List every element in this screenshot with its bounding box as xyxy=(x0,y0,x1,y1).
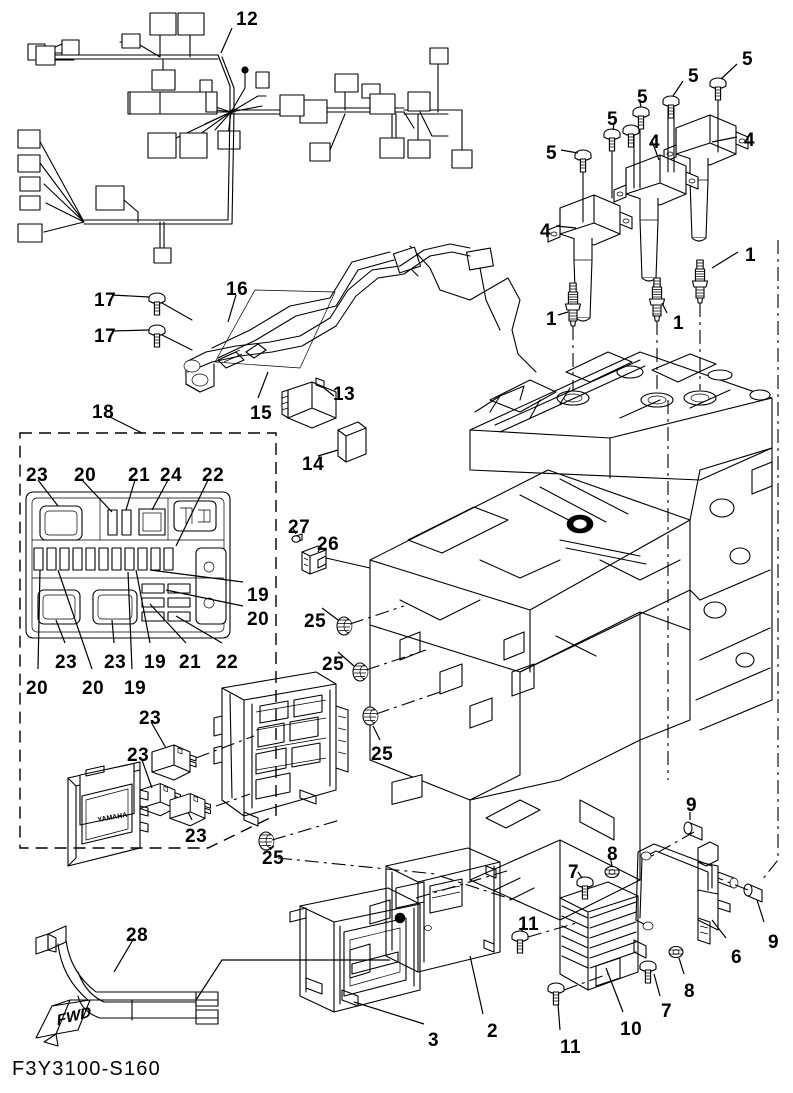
starter-relay-group xyxy=(635,240,779,945)
wire-harness-group xyxy=(17,12,473,264)
callout-1-a: 1 xyxy=(745,245,757,266)
callout-17-a: 17 xyxy=(94,290,117,311)
callout-20-d: 20 xyxy=(82,678,105,699)
drawing-code: F3Y3100-S160 xyxy=(12,1058,161,1080)
junction-box-3d xyxy=(213,671,349,827)
callout-23-a: 23 xyxy=(26,465,49,486)
fuse-box-detail xyxy=(25,479,244,670)
callout-8-a: 8 xyxy=(607,844,619,865)
callout-20-c: 20 xyxy=(26,678,49,699)
callout-22-b: 22 xyxy=(216,652,239,673)
callout-19-b: 19 xyxy=(144,652,167,673)
callout-5-e: 5 xyxy=(546,143,558,164)
callout-23-f: 23 xyxy=(185,826,208,847)
callout-14: 14 xyxy=(302,454,325,475)
callout-9-a: 9 xyxy=(686,795,698,816)
callout-10: 10 xyxy=(620,1019,643,1040)
callout-4-a: 4 xyxy=(744,130,756,151)
callout-5-d: 5 xyxy=(607,109,619,130)
callout-23-d: 23 xyxy=(139,708,162,729)
callout-25-b: 25 xyxy=(322,654,345,675)
callout-15: 15 xyxy=(250,403,273,424)
callout-17-b: 17 xyxy=(94,326,117,347)
callout-21-a: 21 xyxy=(128,465,151,486)
callout-19-a: 19 xyxy=(247,585,270,606)
callout-7-a: 7 xyxy=(568,862,580,883)
ecu-group xyxy=(277,774,521,1025)
callout-11-a: 11 xyxy=(518,914,540,935)
callout-21-b: 21 xyxy=(179,652,202,673)
callout-4-c: 4 xyxy=(540,221,552,242)
ignition-coils-group xyxy=(547,63,749,405)
rectifier-group xyxy=(511,855,685,1031)
fuse-box-region xyxy=(19,415,277,849)
callout-23-b: 23 xyxy=(55,652,78,673)
callout-12: 12 xyxy=(236,9,259,30)
fuse-box-cover: YAMAHA xyxy=(67,761,149,867)
callout-18: 18 xyxy=(92,402,115,423)
fwd-arrow xyxy=(35,999,91,1047)
callout-19-c: 19 xyxy=(124,678,147,699)
callout-1-c: 1 xyxy=(546,309,558,330)
callout-20-b: 20 xyxy=(247,609,270,630)
callout-8-b: 8 xyxy=(684,981,696,1002)
callout-24: 24 xyxy=(160,465,183,486)
callout-5-c: 5 xyxy=(637,87,649,108)
callout-27: 27 xyxy=(288,517,311,538)
callout-9-b: 9 xyxy=(768,932,780,953)
callout-5-a: 5 xyxy=(742,49,754,70)
callout-2: 2 xyxy=(487,1021,499,1042)
callout-23-e: 23 xyxy=(127,745,150,766)
callout-16: 16 xyxy=(226,279,249,300)
callout-3: 3 xyxy=(428,1030,440,1051)
callout-22-a: 22 xyxy=(202,465,225,486)
callout-11-b: 11 xyxy=(560,1037,582,1058)
callout-5-b: 5 xyxy=(688,66,700,87)
callout-4-b: 4 xyxy=(649,132,661,153)
callout-23-c: 23 xyxy=(104,652,127,673)
callout-25-a: 25 xyxy=(304,611,327,632)
callout-7-b: 7 xyxy=(661,1001,673,1022)
callout-25-d: 25 xyxy=(262,848,285,869)
clamp-screw xyxy=(291,527,371,575)
hose-switch-group xyxy=(111,243,471,463)
callout-20-a: 20 xyxy=(74,465,97,486)
engine-block-group xyxy=(211,245,773,921)
callout-28: 28 xyxy=(126,925,149,946)
callout-25-c: 25 xyxy=(371,744,394,765)
callout-6: 6 xyxy=(731,947,743,968)
callout-26: 26 xyxy=(317,534,340,555)
grommets xyxy=(258,605,441,851)
callout-13: 13 xyxy=(333,384,356,405)
callout-1-b: 1 xyxy=(673,313,685,334)
